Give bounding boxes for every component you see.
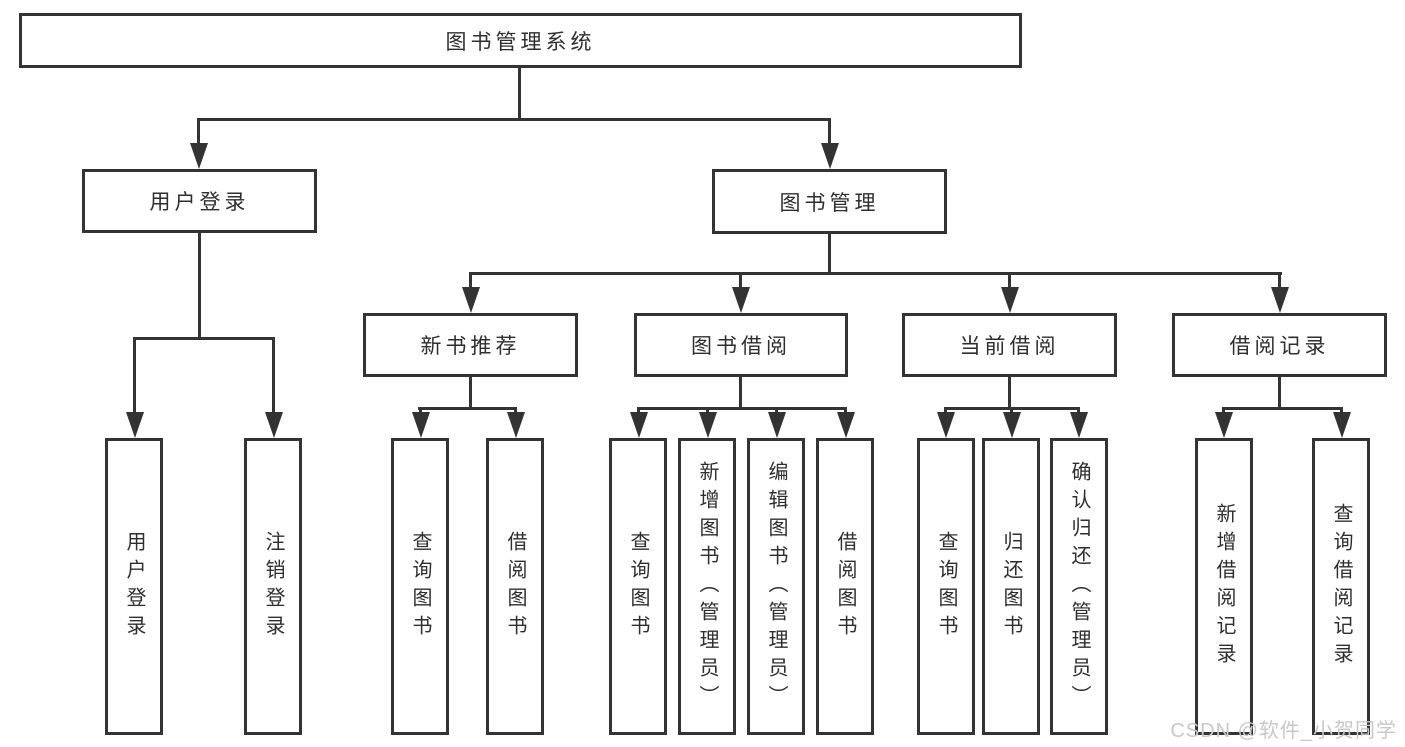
watermark: CSDN @软件_小贺同学 — [1170, 720, 1397, 742]
arrow-down-new-book-recommend — [462, 287, 480, 313]
connector-recd-query-drop — [1340, 407, 1343, 415]
leaf-recommend-borrow-books: 借阅图书 — [486, 438, 544, 735]
leaf-borrow-edit-books-label: 编辑图书（管理员） — [765, 460, 787, 713]
leaf-current-query-books: 查询图书 — [917, 438, 975, 735]
leaf-records-add-record-label: 新增借阅记录 — [1213, 502, 1235, 671]
arrow-down-leaf-user-login — [126, 412, 144, 438]
leaf-current-return-books-label: 归还图书 — [1000, 530, 1022, 643]
connector-root-stem — [518, 68, 521, 121]
arrow-down-bor-query-books — [630, 412, 648, 438]
connector-bor-edit-drop — [775, 407, 778, 415]
connector-leaf-logout-drop — [272, 337, 275, 414]
arrow-down-recd-add-record — [1215, 412, 1233, 438]
node-borrow-records-label: 借阅记录 — [1229, 335, 1330, 358]
leaf-borrow-borrow-books-label: 借阅图书 — [834, 530, 856, 643]
connector-book-borrow-rail — [637, 407, 847, 410]
node-root-label: 图书管理系统 — [445, 30, 596, 54]
connector-new-book-drop — [469, 272, 472, 289]
leaf-borrow-query-books: 查询图书 — [609, 438, 667, 735]
leaf-current-query-books-label: 查询图书 — [935, 530, 957, 643]
leaf-records-query-record-label: 查询借阅记录 — [1330, 502, 1352, 671]
leaf-borrow-query-books-label: 查询图书 — [627, 530, 649, 643]
leaf-user-login: 用户登录 — [105, 438, 163, 735]
connector-book-management-rail — [469, 272, 1282, 275]
connector-rec-query-drop — [419, 407, 422, 415]
arrow-down-cur-return-books — [1003, 412, 1021, 438]
arrow-down-recd-query-record — [1333, 412, 1351, 438]
leaf-borrow-edit-books: 编辑图书（管理员） — [747, 438, 805, 735]
arrow-down-current-borrow — [1001, 287, 1019, 313]
connector-root-rail — [197, 118, 831, 121]
node-current-borrow-label: 当前借阅 — [959, 335, 1060, 358]
leaf-current-confirm-return-label: 确认归还（管理员） — [1068, 460, 1090, 713]
connector-user-login-drop — [197, 118, 200, 146]
connector-new-book-stem — [469, 377, 472, 410]
leaf-recommend-query-books-label: 查询图书 — [409, 530, 431, 643]
leaf-current-return-books: 归还图书 — [982, 438, 1040, 735]
connector-user-login-rail — [133, 337, 275, 340]
connector-book-management-stem — [828, 234, 831, 275]
connector-borrow-records-drop — [1278, 272, 1281, 289]
connector-borrow-records-stem — [1278, 377, 1281, 410]
arrow-down-borrow-records — [1271, 287, 1289, 313]
connector-book-borrow-stem — [739, 377, 742, 410]
leaf-borrow-add-books: 新增图书（管理员） — [678, 438, 736, 735]
arrow-down-book-management — [821, 143, 839, 169]
connector-user-login-stem — [198, 233, 201, 340]
node-current-borrow: 当前借阅 — [902, 313, 1117, 377]
leaf-borrow-add-books-label: 新增图书（管理员） — [696, 460, 718, 713]
leaf-logout: 注销登录 — [244, 438, 302, 735]
connector-current-borrow-drop — [1008, 272, 1011, 289]
connector-current-borrow-stem — [1008, 377, 1011, 410]
leaf-logout-label: 注销登录 — [262, 530, 284, 643]
connector-bor-add-drop — [706, 407, 709, 415]
arrow-down-bor-edit-books — [768, 412, 786, 438]
connector-new-book-rail — [418, 407, 517, 410]
node-borrow-records: 借阅记录 — [1172, 313, 1387, 377]
connector-recd-add-drop — [1222, 407, 1225, 415]
node-root: 图书管理系统 — [19, 13, 1022, 68]
arrow-down-cur-confirm-return — [1070, 412, 1088, 438]
leaf-recommend-query-books: 查询图书 — [391, 438, 449, 735]
leaf-records-add-record: 新增借阅记录 — [1195, 438, 1253, 735]
connector-book-borrow-drop — [739, 272, 742, 289]
arrow-down-leaf-logout — [265, 412, 283, 438]
node-new-book-recommend-label: 新书推荐 — [420, 335, 521, 358]
connector-cur-return-drop — [1010, 407, 1013, 415]
arrow-down-bor-add-books — [699, 412, 717, 438]
connector-bor-borrow-drop — [844, 407, 847, 415]
arrow-down-book-borrow — [732, 287, 750, 313]
arrow-down-rec-query-books — [412, 412, 430, 438]
node-book-management-label: 图书管理 — [779, 191, 880, 215]
connector-cur-confirm-drop — [1077, 407, 1080, 415]
connector-book-management-drop — [828, 118, 831, 146]
node-user-login: 用户登录 — [82, 169, 317, 233]
node-new-book-recommend: 新书推荐 — [363, 313, 578, 377]
leaf-records-query-record: 查询借阅记录 — [1312, 438, 1370, 735]
arrow-down-cur-query-books — [937, 412, 955, 438]
node-book-management: 图书管理 — [712, 169, 947, 234]
leaf-user-login-label: 用户登录 — [123, 530, 145, 643]
connector-borrow-records-rail — [1222, 407, 1343, 410]
leaf-recommend-borrow-books-label: 借阅图书 — [504, 530, 526, 643]
connector-bor-query-drop — [637, 407, 640, 415]
node-book-borrow-label: 图书借阅 — [691, 335, 791, 358]
arrow-down-user-login — [190, 143, 208, 169]
connector-rec-borrow-drop — [514, 407, 517, 415]
connector-cur-query-drop — [944, 407, 947, 415]
leaf-borrow-borrow-books: 借阅图书 — [816, 438, 874, 735]
connector-leaf-user-login-drop — [133, 337, 136, 414]
node-book-borrow: 图书借阅 — [634, 313, 848, 377]
node-user-login-label: 用户登录 — [149, 191, 250, 214]
arrow-down-bor-borrow-books — [837, 412, 855, 438]
leaf-current-confirm-return: 确认归还（管理员） — [1050, 438, 1108, 735]
arrow-down-rec-borrow-books — [507, 412, 525, 438]
